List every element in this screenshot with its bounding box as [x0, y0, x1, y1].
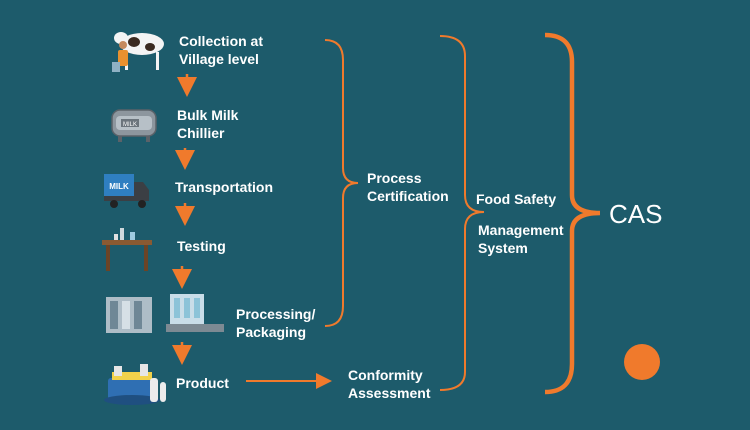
- step-label-product: Product: [176, 375, 229, 391]
- tank-label: MILK: [123, 122, 137, 128]
- step-label-transportation: Transportation: [175, 179, 274, 195]
- process-certification-brace: [324, 39, 359, 327]
- step-label-testing: Testing: [177, 238, 226, 254]
- milk-truck-icon: MILK: [104, 174, 149, 208]
- step-label-bulk-milk-chillier: Bulk Milk Chillier: [177, 107, 239, 141]
- cow-farmer-icon: [112, 32, 164, 72]
- cas-brace: [544, 32, 601, 395]
- cas-label: CAS: [609, 199, 663, 229]
- step-label-collection: Collection at Village level: [179, 33, 264, 67]
- milk-tank-icon: MILK: [111, 109, 157, 142]
- processing-machine-icon: [106, 294, 224, 333]
- food-safety-label: Food Safety: [476, 191, 557, 207]
- step-label-processing-packaging: Processing/ Packaging: [236, 306, 316, 340]
- milk-products-icon: [104, 364, 166, 405]
- conformity-assessment-label: Conformity Assessment: [348, 367, 431, 401]
- lab-table-icon: [102, 228, 152, 271]
- management-system-label: Management System: [478, 222, 564, 256]
- process-certification-label: Process Certification: [367, 170, 449, 204]
- truck-label: MILK: [109, 182, 129, 191]
- fsms-brace: [439, 35, 485, 391]
- orange-dot: [624, 344, 660, 380]
